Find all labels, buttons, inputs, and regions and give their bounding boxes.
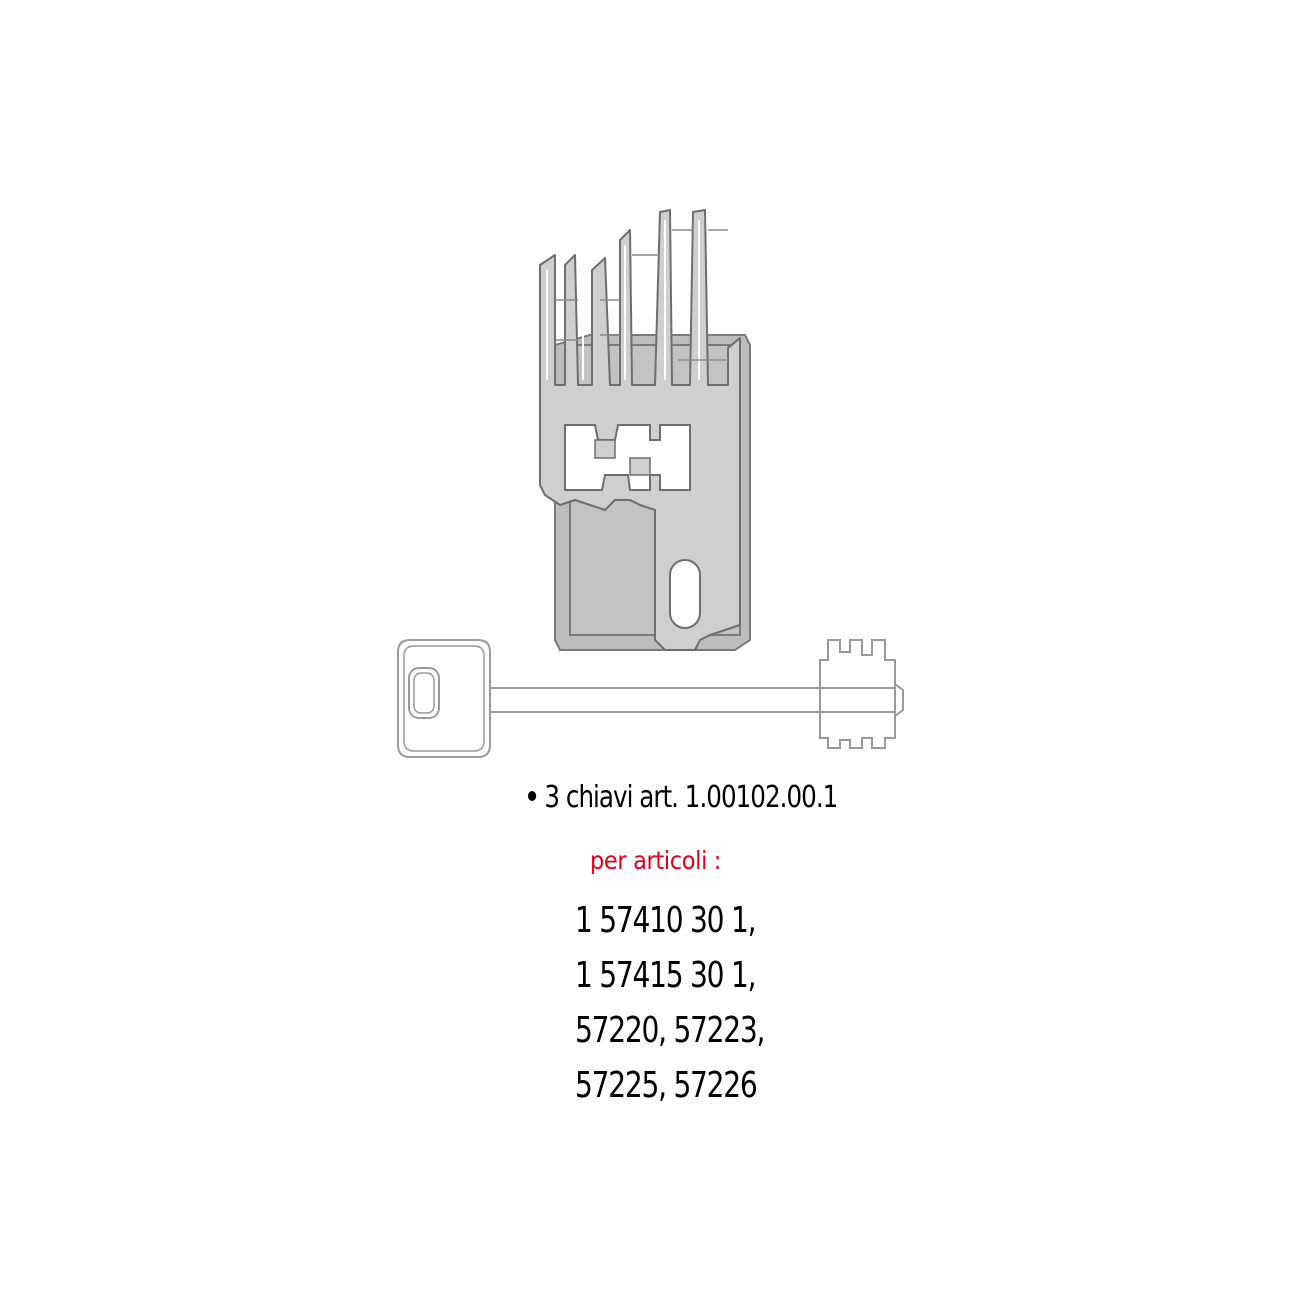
for-articles-label: per articoli : — [590, 846, 721, 875]
article-code: 57225, 57226 — [575, 1065, 758, 1106]
double-bit-key-icon — [397, 639, 904, 758]
article-code: 1 57410 30 1, — [575, 900, 757, 941]
keys-line: 3 chiavi art. 1.00102.00.1 — [528, 780, 838, 815]
lever-pack-icon — [539, 209, 751, 651]
bullet-icon — [528, 790, 537, 801]
article-code: 57220, 57223, — [575, 1010, 765, 1051]
keys-text: 3 chiavi art. 1.00102.00.1 — [544, 780, 838, 815]
article-code: 1 57415 30 1, — [575, 955, 757, 996]
